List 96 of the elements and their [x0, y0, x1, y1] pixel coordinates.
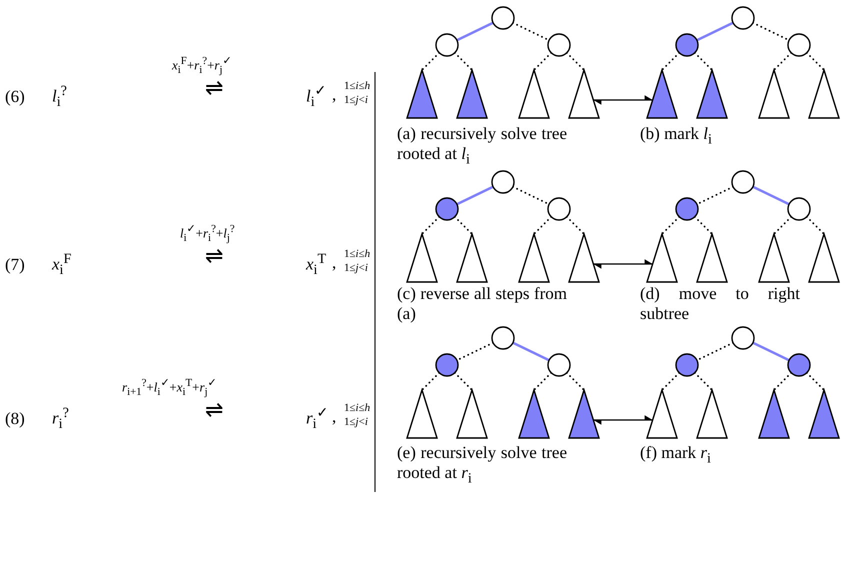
- subtree-triangle: [406, 389, 438, 439]
- subtree-triangle: [406, 233, 438, 283]
- subtree-triangle: [758, 389, 790, 439]
- tree-edge: [773, 52, 792, 71]
- tree-edge: [661, 372, 680, 391]
- tree-node: [675, 353, 699, 377]
- subtree-triangle: [646, 69, 678, 119]
- index-range: 1≤j<i: [344, 94, 368, 106]
- tree-edge: [454, 52, 473, 71]
- subtree-triangle: [758, 233, 790, 283]
- subfigure-caption: (a) recursively solve tree rooted at l$_{i}$: [397, 124, 567, 168]
- tree-node: [547, 353, 571, 377]
- subtree-triangle: [808, 233, 840, 283]
- subtree-triangle: [696, 69, 728, 119]
- tree-node: [491, 6, 515, 30]
- tree-edge: [773, 216, 792, 235]
- subtree-triangle: [518, 233, 550, 283]
- tree-edge: [752, 186, 790, 206]
- tree-node: [787, 353, 811, 377]
- tree-edge: [694, 372, 713, 391]
- tree-node: [547, 197, 571, 221]
- tree-edge: [806, 216, 825, 235]
- subtree-triangle: [808, 389, 840, 439]
- index-range: 1≤i≤h: [344, 80, 370, 92]
- subtree-triangle: [696, 389, 728, 439]
- tree-node: [547, 33, 571, 57]
- subtree-triangle: [758, 69, 790, 119]
- tree-edge: [421, 52, 440, 71]
- subtree-triangle: [518, 389, 550, 439]
- subtree-triangle: [456, 69, 488, 119]
- tree-edge: [752, 342, 790, 362]
- tree-node: [491, 326, 515, 350]
- tree-edge: [806, 52, 825, 71]
- tree-node: [731, 170, 755, 194]
- subfigure-caption: (d) move to right subtree: [640, 284, 800, 324]
- tree-edge: [566, 52, 585, 71]
- index-range: 1≤i≤h: [344, 402, 370, 414]
- tree-edge: [566, 216, 585, 235]
- equation-number: (8): [5, 410, 25, 429]
- tree-edge: [694, 216, 713, 235]
- subfigure-caption: (c) reverse all steps from (a): [397, 284, 567, 324]
- subtree-triangle: [646, 389, 678, 439]
- index-range: 1≤i≤h: [344, 248, 370, 260]
- equation-number: (6): [5, 88, 25, 107]
- tree-node: [435, 353, 459, 377]
- tree-node: [435, 197, 459, 221]
- equilibrium-arrow: [593, 259, 653, 269]
- equation-number: (7): [5, 256, 25, 275]
- tree-edge: [456, 22, 494, 42]
- comma: ,: [332, 254, 336, 273]
- subtree-triangle: [456, 233, 488, 283]
- tree-edge: [566, 372, 585, 391]
- equilibrium-symbol: ⇌: [205, 76, 223, 100]
- subtree-triangle: [406, 69, 438, 119]
- subtree-triangle: [568, 69, 600, 119]
- tree-edge: [456, 186, 494, 206]
- tree-edge: [696, 22, 734, 42]
- tree-edge: [806, 372, 825, 391]
- tree-node: [491, 170, 515, 194]
- subtree-triangle: [518, 69, 550, 119]
- comma: ,: [332, 86, 336, 105]
- tree-edge: [533, 372, 552, 391]
- tree-edge: [533, 52, 552, 71]
- tree-edge: [454, 372, 473, 391]
- subfigure-caption: (f) mark r$_{i}$: [640, 443, 712, 467]
- index-range: 1≤j<i: [344, 262, 368, 274]
- comma: ,: [332, 408, 336, 427]
- tree-edge: [694, 52, 713, 71]
- tree-edge: [512, 342, 550, 362]
- equilibrium-arrow: [593, 95, 653, 105]
- subtree-triangle: [808, 69, 840, 119]
- index-range: 1≤j<i: [344, 416, 368, 428]
- subfigure-caption: (b) mark l$_{i}$: [640, 124, 713, 148]
- tree-node: [435, 33, 459, 57]
- tree-edge: [421, 216, 440, 235]
- tree-node: [675, 197, 699, 221]
- tree-node: [787, 33, 811, 57]
- tree-edge: [533, 216, 552, 235]
- subtree-triangle: [568, 389, 600, 439]
- subtree-triangle: [646, 233, 678, 283]
- tree-node: [787, 197, 811, 221]
- tree-edge: [661, 216, 680, 235]
- tree-edge: [454, 216, 473, 235]
- equilibrium-arrow: [593, 415, 653, 425]
- subfigure-caption: (e) recursively solve tree rooted at r$_{i}$: [397, 443, 567, 486]
- subtree-triangle: [456, 389, 488, 439]
- tree-node: [731, 6, 755, 30]
- tree-node: [731, 326, 755, 350]
- tree-node: [675, 33, 699, 57]
- subtree-triangle: [696, 233, 728, 283]
- equilibrium-symbol: ⇌: [205, 398, 223, 422]
- equilibrium-symbol: ⇌: [205, 244, 223, 268]
- tree-edge: [661, 52, 680, 71]
- subtree-triangle: [568, 233, 600, 283]
- tree-edge: [421, 372, 440, 391]
- tree-edge: [773, 372, 792, 391]
